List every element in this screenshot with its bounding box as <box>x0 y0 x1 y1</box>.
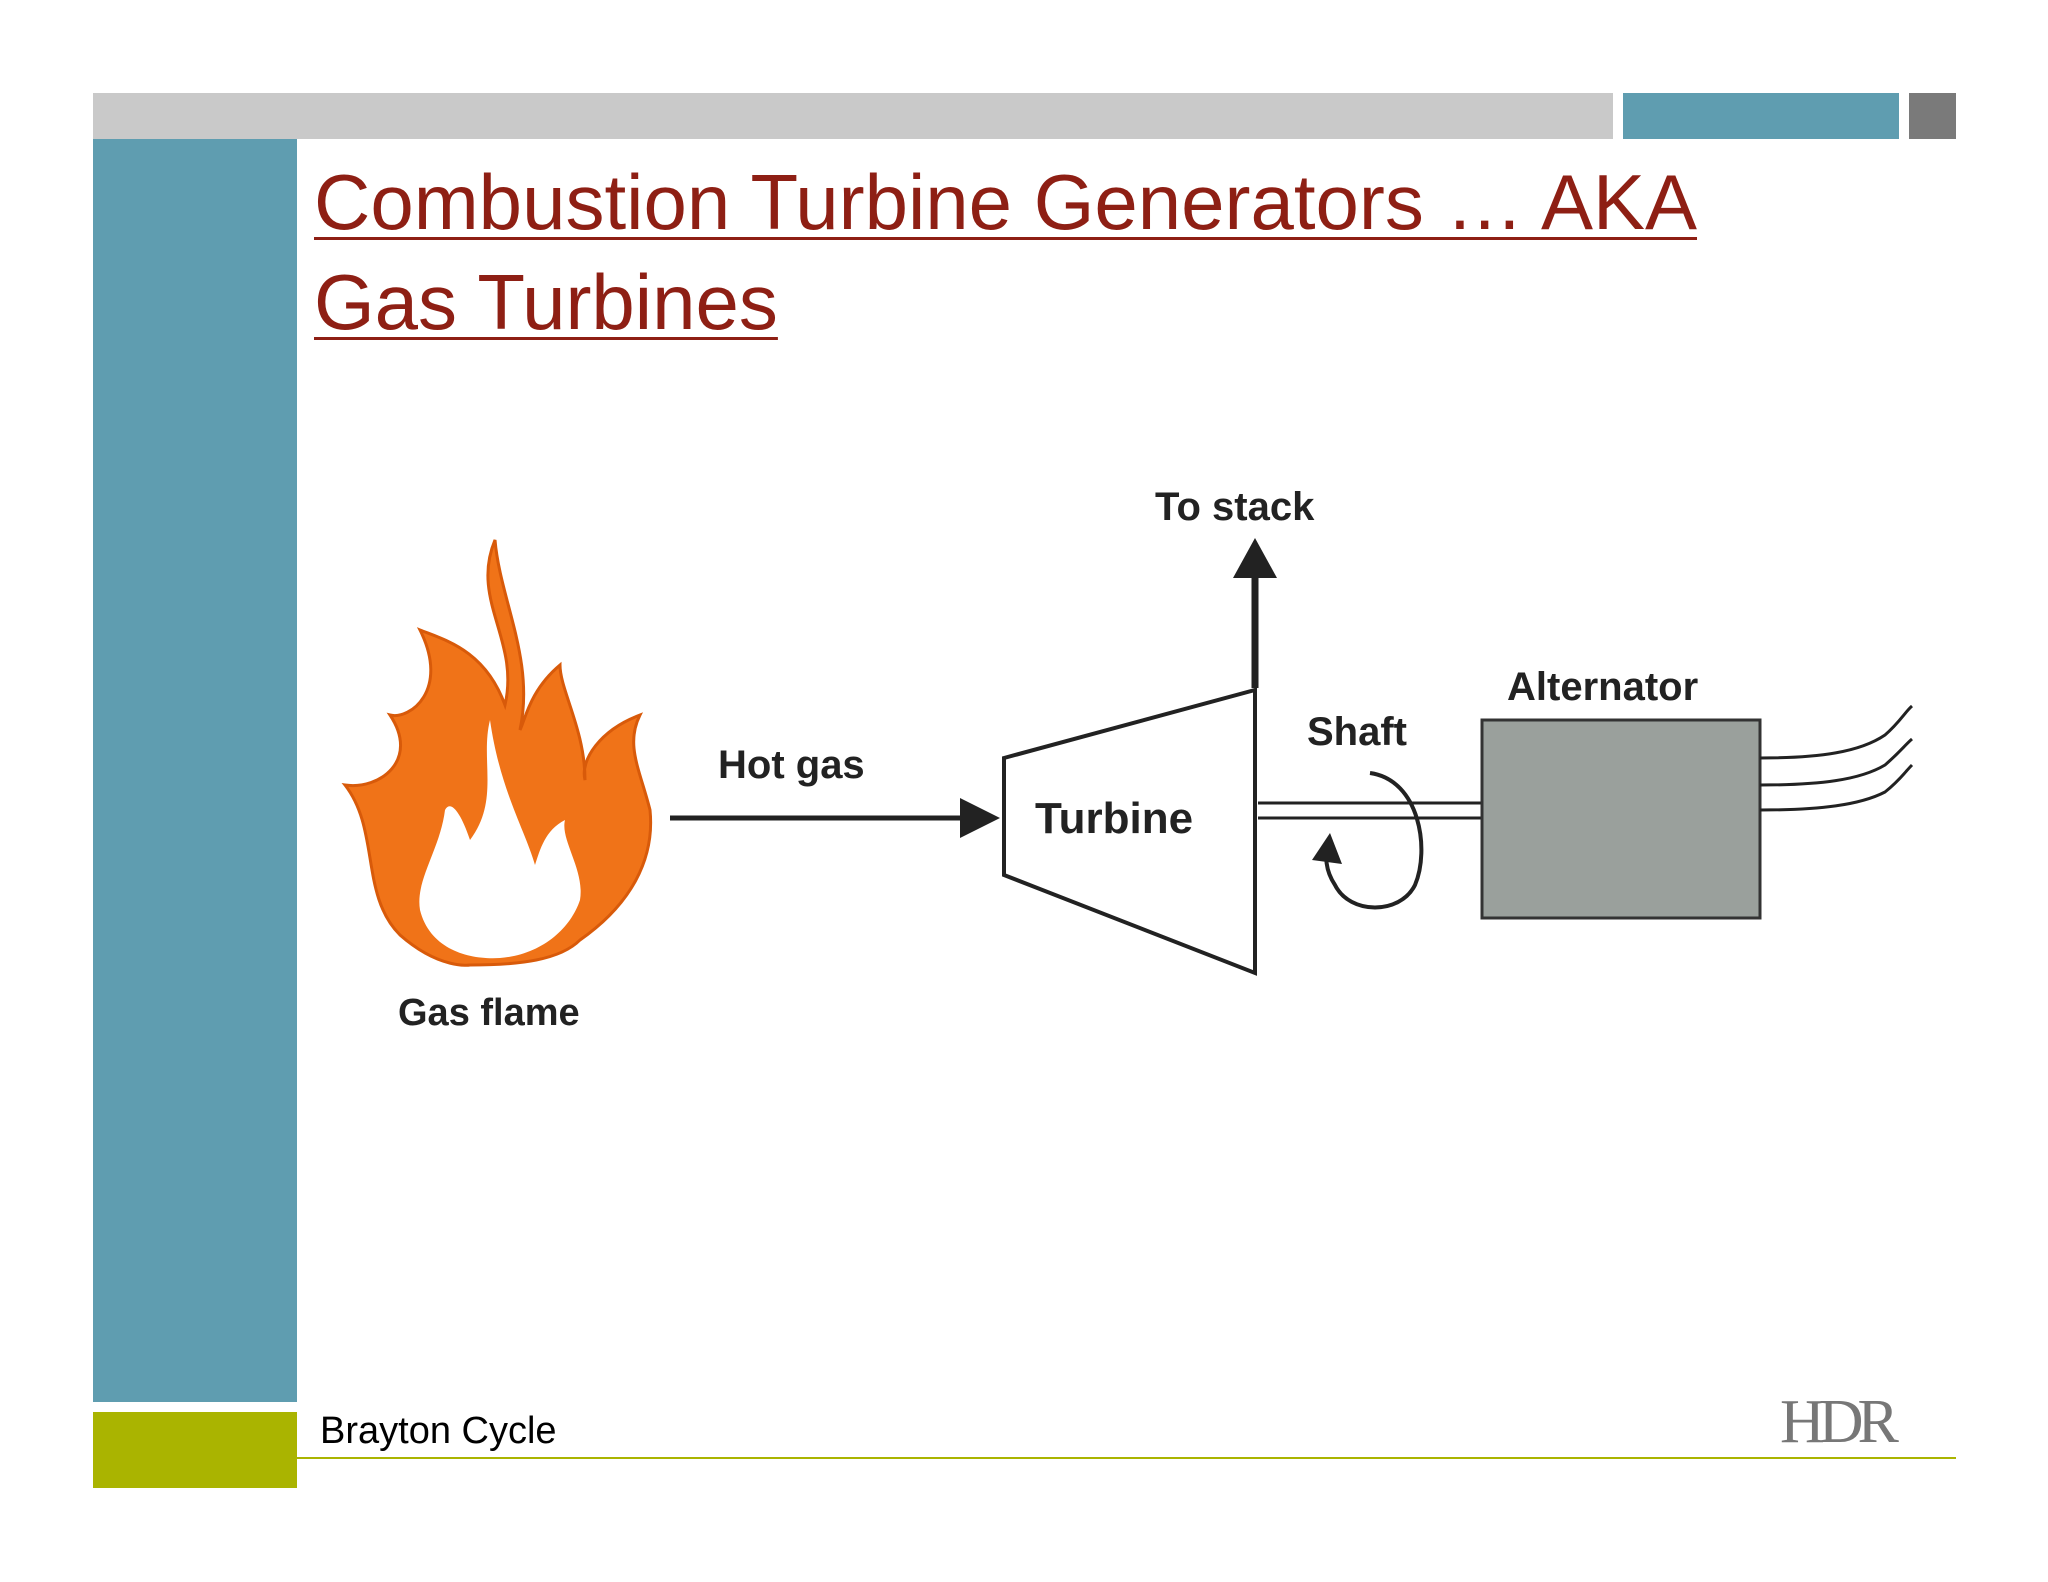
hdr-logo: HDR <box>1780 1390 1906 1450</box>
logo-text: HDR <box>1780 1390 1900 1450</box>
sidebar-green <box>93 1412 297 1488</box>
sidebar-teal <box>93 139 297 1402</box>
alternator-box <box>1480 718 1762 920</box>
output-wire-1 <box>1759 704 1914 760</box>
slide-title-line-2: Gas Turbines <box>314 258 778 346</box>
label-hot-gas: Hot gas <box>718 743 865 787</box>
footer-divider <box>297 1457 1956 1459</box>
shaft-rotation-icon <box>1324 771 1424 910</box>
label-to-stack: To stack <box>1155 485 1315 529</box>
turbine-shape <box>1002 687 1257 976</box>
gas-flame-icon <box>341 539 653 967</box>
label-gas-flame: Gas flame <box>398 992 580 1034</box>
header-bar-teal <box>1623 93 1899 139</box>
to-stack-arrowhead <box>1233 538 1277 578</box>
shaft-rotation-arrowhead <box>1312 833 1342 864</box>
slide-title: Combustion Turbine Generators … AKA Gas … <box>314 152 1894 352</box>
slide-title-line-1: Combustion Turbine Generators … AKA <box>314 158 1698 246</box>
header-bar-dark <box>1909 93 1956 139</box>
label-shaft: Shaft <box>1307 710 1407 754</box>
footer-caption: Brayton Cycle <box>320 1410 557 1452</box>
output-wire-3 <box>1759 763 1914 812</box>
label-turbine: Turbine <box>1035 794 1193 843</box>
output-wire-2 <box>1759 737 1913 787</box>
brayton-cycle-diagram: Gas flame Hot gas Turbine To stack Shaft… <box>341 485 1914 1034</box>
header-bar-gray <box>93 93 1613 139</box>
hot-gas-arrowhead <box>960 798 1000 838</box>
label-alternator: Alternator <box>1507 665 1698 709</box>
